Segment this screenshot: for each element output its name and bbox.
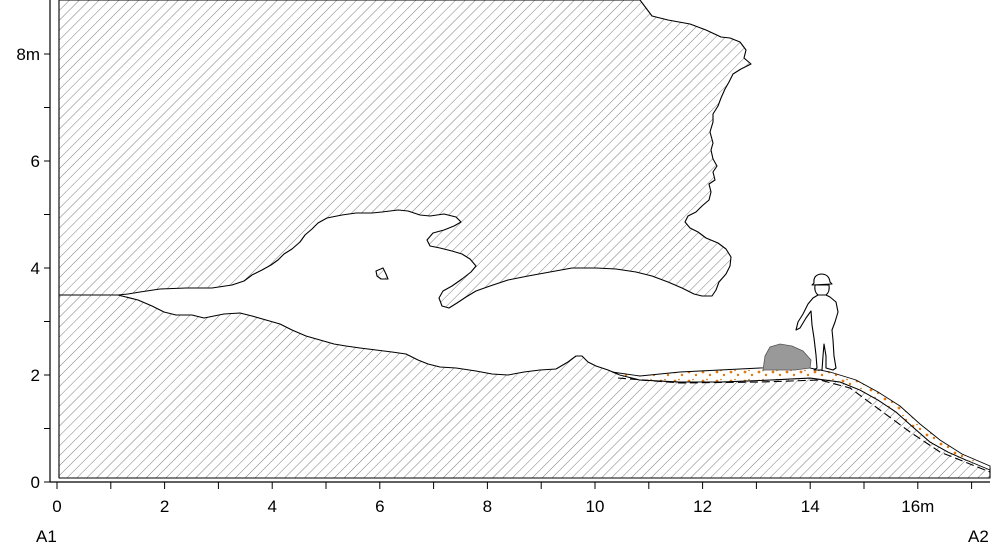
y-tick-label: 2 xyxy=(31,366,40,385)
x-tick-label: 8 xyxy=(483,497,492,516)
x-tick-label: 16m xyxy=(901,497,934,516)
upper-rock-mass xyxy=(58,0,752,309)
x-tick-label: 12 xyxy=(693,497,712,516)
section-end-label: A2 xyxy=(968,527,989,546)
sediment-base-dashed-line xyxy=(617,377,991,473)
rock-islet xyxy=(375,267,389,280)
boulder xyxy=(762,343,812,371)
x-tick-label: 6 xyxy=(375,497,384,516)
y-tick-label: 4 xyxy=(31,259,40,278)
x-tick-label: 10 xyxy=(586,497,605,516)
x-tick-label: 14 xyxy=(801,497,820,516)
y-tick-label: 6 xyxy=(31,152,40,171)
x-axis-ticks: 0 2 4 6 8 10 12 14 16m xyxy=(52,482,973,516)
human-figure-scale xyxy=(795,273,839,371)
x-tick-label: 2 xyxy=(160,497,169,516)
x-tick-label: 4 xyxy=(267,497,276,516)
x-axis: 0 2 4 6 8 10 12 14 16m xyxy=(50,481,990,516)
y-tick-label: 8m xyxy=(16,45,40,64)
y-axis: 0 2 4 6 8m xyxy=(16,0,51,492)
y-axis-ticks: 0 2 4 6 8m xyxy=(16,45,50,492)
section-start-label: A1 xyxy=(36,527,57,546)
x-tick-label: 0 xyxy=(52,497,61,516)
y-tick-label: 0 xyxy=(31,473,40,492)
